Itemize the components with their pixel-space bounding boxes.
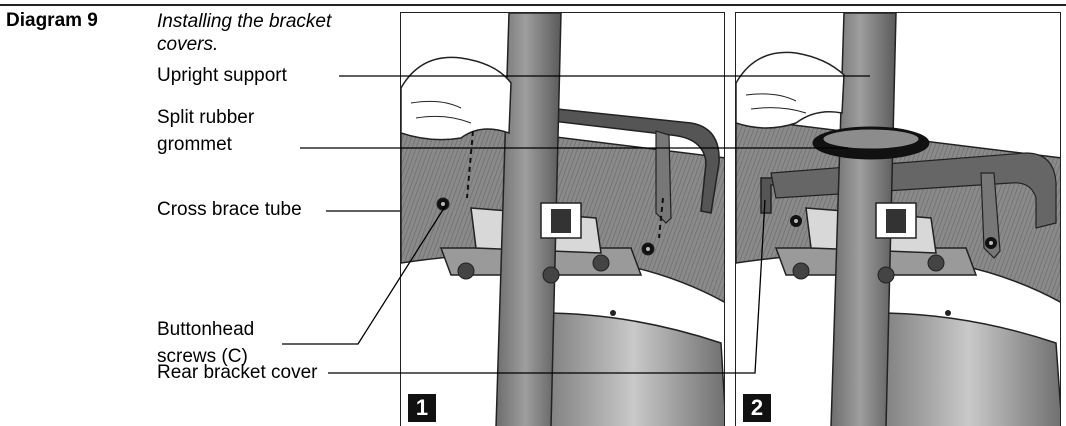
upright-pole xyxy=(495,13,562,426)
label-buttonhead-screws-text: Buttonhead screws (C) xyxy=(157,319,255,367)
step-number-badge: 2 xyxy=(743,394,771,422)
figure-caption: Installing the bracket covers. xyxy=(157,11,332,55)
leader-rear-bracket-cover xyxy=(328,199,766,374)
step-number-badge: 1 xyxy=(408,394,436,422)
illustration-step-2 xyxy=(736,13,1060,426)
illustration-step-1 xyxy=(401,13,724,426)
label-split-rubber-grommet-text: Split rubber grommet xyxy=(157,107,255,155)
panel-step-1: 1 xyxy=(400,12,725,426)
label-rear-bracket-cover: Rear bracket cover xyxy=(157,362,318,383)
top-rule xyxy=(0,4,1066,6)
label-upright-support: Upright support xyxy=(157,65,287,86)
label-buttonhead-screws: Buttonhead screws (C) xyxy=(157,316,297,370)
leader-buttonhead-screws xyxy=(282,204,447,345)
base-housing xyxy=(540,312,724,426)
panel-step-2: 2 xyxy=(735,12,1061,426)
label-split-rubber-grommet: Split rubber grommet xyxy=(157,104,292,158)
hand xyxy=(401,56,512,141)
figure-number: Diagram 9 xyxy=(6,10,98,31)
label-cross-brace-tube: Cross brace tube xyxy=(157,199,302,220)
